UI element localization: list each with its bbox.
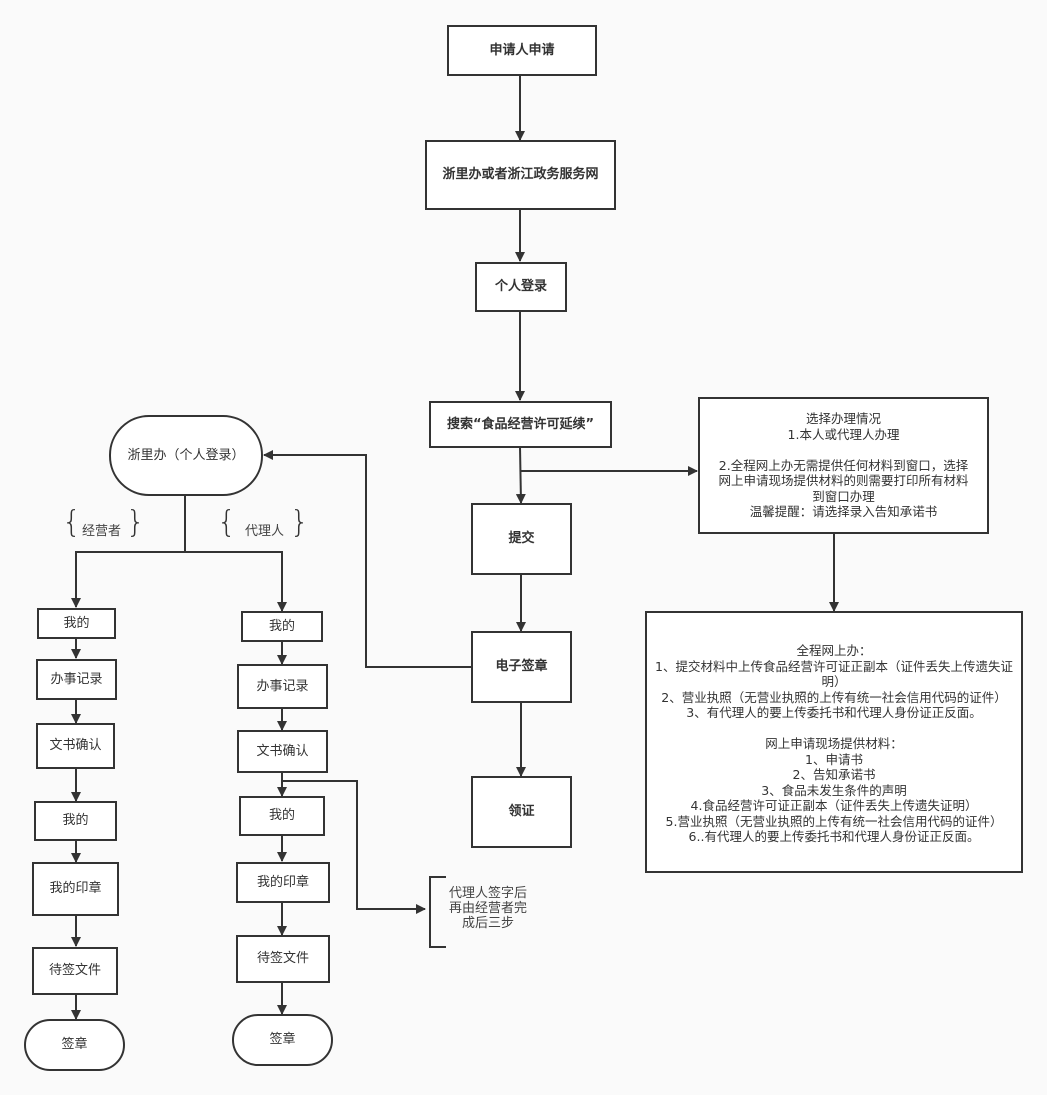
operator-step-my-seal: 我的印章 — [32, 862, 119, 916]
submit-node: 提交 — [471, 503, 572, 575]
agent-brace-right: } — [290, 505, 310, 540]
agent-note: 代理人签字后 再由经营者完 成后三步 — [448, 886, 527, 931]
portal-node: 浙里办或者浙江政务服务网 — [425, 140, 616, 210]
search-node: 搜索“食品经营许可延续” — [429, 401, 612, 448]
operator-step-records: 办事记录 — [36, 659, 117, 700]
login-node: 个人登录 — [475, 262, 567, 312]
agent-step-mine-2: 我的 — [239, 796, 325, 836]
agent-step-mine: 我的 — [241, 611, 323, 642]
arrow-search-to-submit — [515, 446, 526, 504]
arrow-to-agent — [185, 551, 287, 612]
agent-step-sign: 签章 — [232, 1014, 333, 1066]
operator-step-mine: 我的 — [37, 608, 116, 639]
esign-node: 电子签章 — [471, 631, 572, 703]
agent-label: 代理人 — [245, 524, 285, 539]
operator-label: 经营者 — [82, 524, 122, 539]
agent-step-my-seal: 我的印章 — [236, 862, 330, 903]
operator-step-mine-2: 我的 — [34, 801, 117, 841]
operator-brace-right: } — [126, 505, 146, 540]
arrow-to-operator — [71, 551, 185, 608]
materials-node: 全程网上办： 1、提交材料中上传食品经营许可证正副本（证件丢失上传遗失证 明） … — [645, 611, 1023, 873]
zheliban-login-node: 浙里办（个人登录） — [109, 415, 263, 496]
agent-step-doc-confirm: 文书确认 — [237, 730, 328, 773]
agent-brace-left: { — [217, 505, 237, 540]
operator-step-pending-docs: 待签文件 — [32, 947, 118, 995]
operator-brace-left: { — [62, 505, 82, 540]
operator-step-doc-confirm: 文书确认 — [36, 723, 115, 769]
agent-step-pending-docs: 待签文件 — [236, 935, 330, 983]
choose-situation-node: 选择办理情况 1.本人或代理人办理 2.全程网上办无需提供任何材料到窗口，选择 … — [698, 397, 989, 534]
apply-node: 申请人申请 — [447, 25, 597, 76]
agent-step-records: 办事记录 — [237, 664, 328, 709]
operator-step-sign: 签章 — [24, 1019, 125, 1071]
certificate-node: 领证 — [471, 776, 572, 848]
